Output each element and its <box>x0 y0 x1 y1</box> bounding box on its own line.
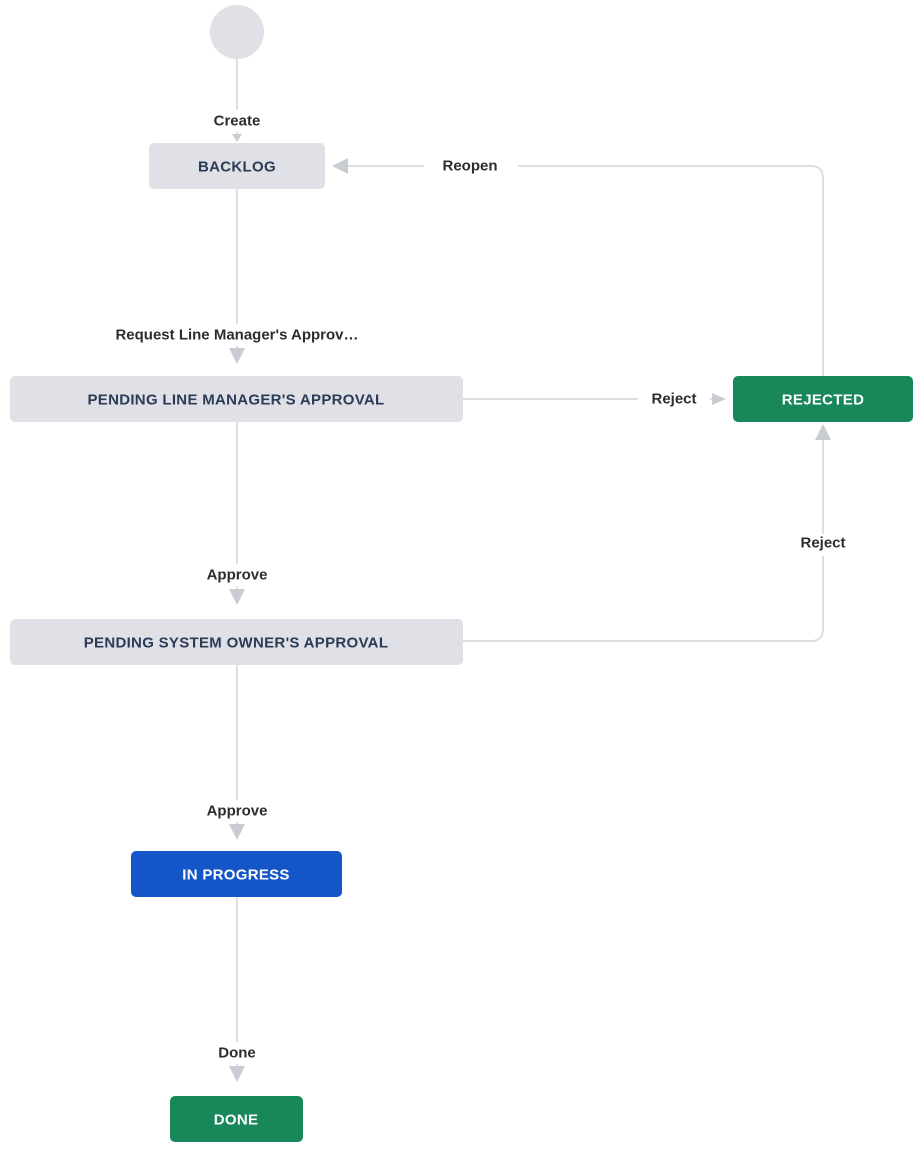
node-backlog[interactable]: BACKLOG <box>149 143 325 189</box>
node-pending-system-owner-label: PENDING SYSTEM OWNER'S APPROVAL <box>84 635 389 652</box>
edge-reject-system-owner[interactable] <box>463 424 831 642</box>
edge-label-reopen: Reopen <box>442 158 497 175</box>
edge-label-request-line-manager-approval: Request Line Manager's Approv… <box>115 327 358 344</box>
node-done-rect[interactable] <box>170 1096 303 1142</box>
edge-reopen-right-rail <box>518 165 824 376</box>
node-rejected[interactable]: REJECTED <box>733 376 913 422</box>
node-pending-line-manager[interactable]: PENDING LINE MANAGER'S APPROVAL <box>10 376 463 422</box>
node-pending-system-owner-rect[interactable] <box>10 619 463 665</box>
node-rejected-rect[interactable] <box>733 376 913 422</box>
node-in-progress-rect[interactable] <box>131 851 342 897</box>
edge-done[interactable] <box>229 897 245 1082</box>
edge-label-approve-line-manager: Approve <box>207 567 268 584</box>
edge-request-arrowhead <box>229 348 245 364</box>
edge-approve-line-manager[interactable] <box>229 422 245 605</box>
edge-reject-lm-arrowhead <box>712 393 726 405</box>
node-in-progress-label: IN PROGRESS <box>182 867 290 884</box>
edge-label-approve-system-owner: Approve <box>207 803 268 820</box>
edge-approve-system-owner[interactable] <box>229 665 245 840</box>
edge-approve-so-arrowhead <box>229 824 245 840</box>
edge-done-arrowhead <box>229 1066 245 1082</box>
edge-reject-so-arrowhead <box>815 424 831 440</box>
edge-label-done: Done <box>218 1045 256 1062</box>
edge-label-reject-system-owner: Reject <box>800 535 845 552</box>
edge-create[interactable] <box>232 59 242 142</box>
node-backlog-rect[interactable] <box>149 143 325 189</box>
node-pending-line-manager-rect[interactable] <box>10 376 463 422</box>
edge-label-reject-line-manager: Reject <box>651 391 696 408</box>
start-node-circle[interactable] <box>210 5 264 59</box>
edge-reopen-arrowhead <box>332 158 348 174</box>
node-done[interactable]: DONE <box>170 1096 303 1142</box>
edge-approve-lm-arrowhead <box>229 589 245 605</box>
edge-create-arrowhead <box>232 134 242 142</box>
edge-reject-line-manager[interactable] <box>463 393 726 405</box>
edge-reject-so-lower <box>463 556 824 642</box>
node-pending-system-owner[interactable]: PENDING SYSTEM OWNER'S APPROVAL <box>10 619 463 665</box>
edge-label-create: Create <box>214 113 261 130</box>
edge-reopen[interactable] <box>332 158 824 376</box>
edge-request-line-manager-approval[interactable] <box>229 189 245 364</box>
node-pending-line-manager-label: PENDING LINE MANAGER'S APPROVAL <box>87 392 384 409</box>
node-done-label: DONE <box>214 1112 259 1129</box>
node-in-progress[interactable]: IN PROGRESS <box>131 851 342 897</box>
node-backlog-label: BACKLOG <box>198 159 276 176</box>
node-rejected-label: REJECTED <box>782 392 864 409</box>
